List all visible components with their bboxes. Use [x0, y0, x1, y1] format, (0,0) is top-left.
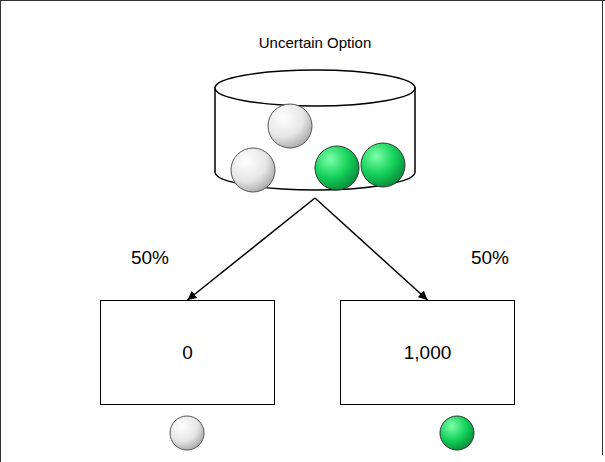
frame-line — [0, 0, 1, 462]
white-ball — [268, 104, 312, 148]
payoff-value: 0 — [182, 342, 193, 364]
green-ball — [361, 143, 405, 187]
probability-arrow — [188, 198, 316, 300]
urn-group: Uncertain Option — [215, 28, 415, 198]
frame-line — [0, 0, 605, 1]
payoff-value: 1,000 — [404, 342, 452, 364]
probability-label: 50% — [468, 246, 512, 270]
outcome-box: 0 — [100, 300, 275, 405]
option-title: Uncertain Option — [215, 34, 415, 51]
green-ball — [440, 416, 474, 450]
white-ball — [231, 148, 275, 192]
probability-label: 50% — [128, 246, 172, 270]
probability-arrow — [315, 198, 428, 300]
frame-line — [602, 0, 603, 455]
outcome-box: 1,000 — [340, 300, 515, 405]
urn — [215, 70, 415, 192]
green-ball — [315, 146, 359, 190]
urn-rim — [215, 70, 415, 106]
white-ball — [170, 416, 204, 450]
